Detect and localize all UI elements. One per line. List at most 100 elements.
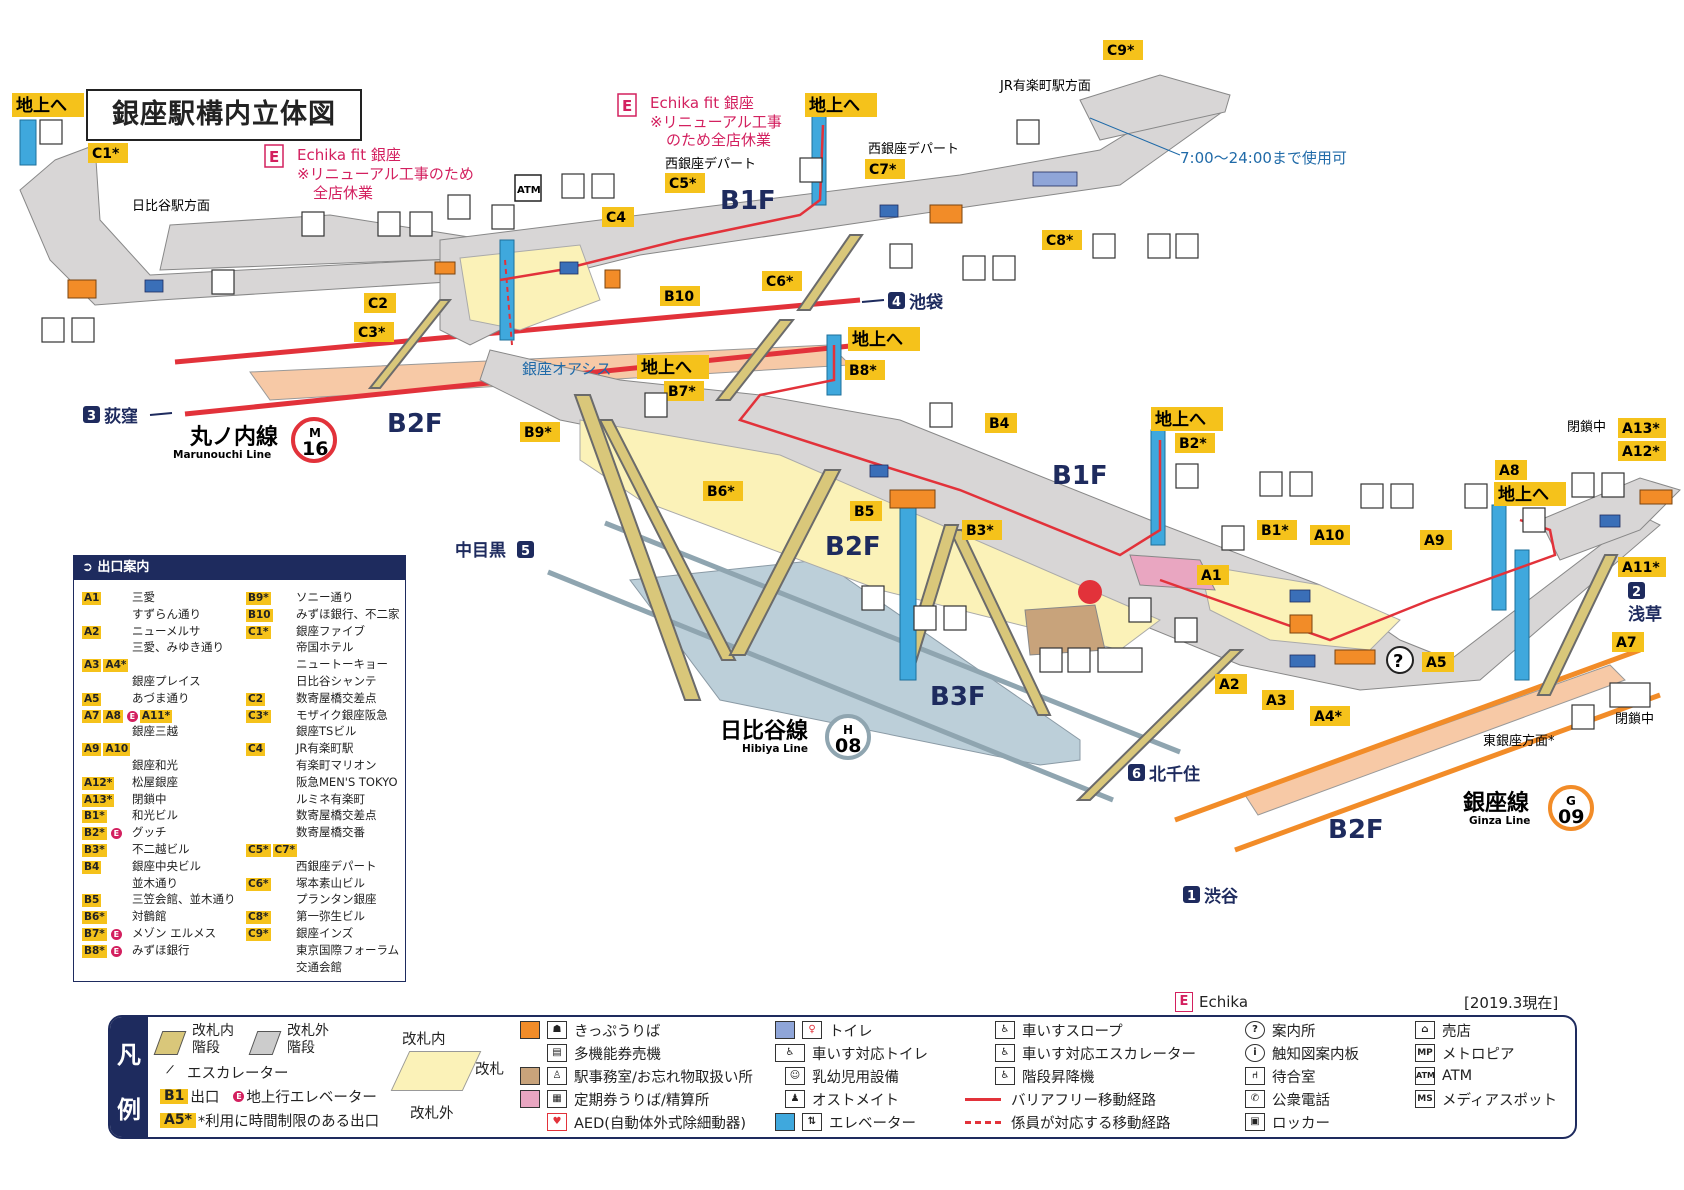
toilet-area-icon: [775, 1021, 795, 1039]
exit-b5[interactable]: B5: [854, 504, 874, 520]
legend-wc-slope: ♿車いすスロープ: [995, 1019, 1123, 1041]
exit-c4[interactable]: C4: [606, 210, 626, 226]
exit-guide-destination: 西銀座デパート: [296, 858, 377, 873]
exit-code-tag: C2: [246, 692, 266, 706]
to-ground-label-6: 地上へ: [1498, 484, 1549, 505]
exit-guide-row: 数寄屋橋交番: [246, 824, 400, 841]
legend-elevator-label: エレベーター: [829, 1115, 916, 1132]
exit-b3[interactable]: B3*: [966, 523, 994, 539]
exit-c8[interactable]: C8*: [1046, 233, 1074, 249]
exit-guide-destination: 銀座インズ: [296, 925, 354, 940]
exit-guide-row: C5*C7*: [246, 841, 400, 858]
exit-guide-row: 銀座三越: [82, 723, 236, 740]
exit-guide-row: ルミネ有楽町: [246, 791, 400, 808]
exit-a13[interactable]: A13*: [1622, 421, 1660, 437]
legend-ticket: ☗きっぷうりば: [520, 1019, 660, 1041]
exit-guide-row: 三愛、みゆき通り: [82, 639, 236, 656]
exit-guide-codes: B1*: [82, 807, 132, 824]
ticket-person-icon: ☗: [547, 1021, 567, 1039]
exit-a11[interactable]: A11*: [1622, 560, 1660, 576]
exit-b4[interactable]: B4: [989, 416, 1010, 432]
exit-c7[interactable]: C7*: [869, 162, 897, 178]
exit-a3[interactable]: A3: [1266, 693, 1287, 709]
ticket-machine-icon: ▤: [547, 1044, 567, 1062]
exit-a7[interactable]: A7: [1616, 635, 1637, 651]
closed-label-toilet: 閉鎖中: [1615, 711, 1654, 727]
exit-c9[interactable]: C9*: [1107, 43, 1135, 59]
floor-label-b3f: B3F: [930, 682, 986, 712]
exit-guide-destination: 松屋銀座: [132, 774, 178, 789]
exit-guide-codes: B5: [82, 891, 132, 908]
exit-guide-destination: ニューメルサ: [132, 623, 201, 638]
exit-b7[interactable]: B7*: [668, 384, 696, 400]
exit-b2[interactable]: B2*: [1179, 436, 1207, 452]
exit-c2[interactable]: C2: [368, 296, 388, 312]
legend-atm-label: ATM: [1442, 1068, 1473, 1084]
legend-locker: ▣ロッカー: [1245, 1111, 1330, 1133]
exit-guide-destination: 閉鎖中: [132, 791, 167, 806]
echika-elevator-icon: E: [110, 945, 122, 957]
exit-a5[interactable]: A5: [1426, 655, 1447, 671]
exit-guide-destination: 銀座中央ビル: [132, 858, 201, 873]
exit-b6[interactable]: B6*: [707, 484, 735, 500]
echika-mark: E: [1175, 992, 1193, 1012]
exit-b10[interactable]: B10: [664, 289, 694, 305]
exit-c3[interactable]: C3*: [358, 325, 386, 341]
elevator-icon: [491, 204, 515, 230]
exit-guide-destination: すずらん通り: [132, 606, 201, 621]
exit-tags: C9* C1* C5* C7* C4 C6* C8* C2 C3* B10 B7…: [88, 40, 1666, 726]
exit-c6[interactable]: C6*: [766, 274, 794, 290]
commuter-area-icon: [520, 1090, 540, 1108]
date-note: [2019.3現在]: [1464, 994, 1559, 1012]
exit-guide-codes: A5: [82, 690, 132, 707]
media-spot-icon: MS: [1415, 1090, 1435, 1108]
office-icon: [913, 605, 937, 631]
exit-b1[interactable]: B1*: [1261, 523, 1289, 539]
exit-guide-codes: C3*: [246, 707, 296, 724]
exit-a4[interactable]: A4*: [1314, 709, 1343, 725]
exit-guide-codes: B7*E: [82, 925, 132, 942]
exit-guide-destination: ニュートーキョー: [296, 657, 388, 672]
exit-guide-row: 銀座TSビル: [246, 723, 400, 740]
exit-code-tag: A3: [82, 659, 102, 673]
exit-guide-destination: 対鶴館: [132, 909, 167, 924]
legend-ostomate-label: オストメイト: [812, 1092, 899, 1109]
exit-guide-codes: B9*: [246, 589, 296, 606]
exit-a1[interactable]: A1: [1201, 568, 1222, 584]
exit-a8[interactable]: A8: [1499, 463, 1520, 479]
exit-a2[interactable]: A2: [1219, 677, 1240, 693]
legend-info: ?案内所: [1245, 1019, 1316, 1041]
nakameguro-label: 中目黒: [455, 540, 506, 561]
legend-locker-label: ロッカー: [1272, 1115, 1330, 1132]
hibiya-name-en: Hibiya Line: [742, 743, 808, 755]
marunouchi-name-jp: 丸ノ内線: [189, 424, 278, 450]
aed-icon: ♥: [547, 1113, 567, 1131]
exit-guide-destination: あづま通り: [132, 690, 190, 705]
exit-guide-destination: 並木通り: [132, 875, 178, 890]
exit-a10[interactable]: A10: [1314, 528, 1345, 544]
wheelchair-slope-icon: ♿: [995, 1021, 1015, 1039]
exit-b9[interactable]: B9*: [524, 425, 552, 441]
legend-gate-label: 改札: [475, 1061, 504, 1078]
toilet-icon: [1609, 682, 1651, 708]
exit-a12[interactable]: A12*: [1622, 444, 1660, 460]
phone-icon: [447, 194, 471, 220]
shop-icon: ⌂: [1415, 1021, 1435, 1039]
exit-c1[interactable]: C1*: [92, 146, 120, 162]
echika-mark-2-letter: E: [622, 97, 632, 115]
exit-guide-row: ニュートーキョー: [246, 656, 400, 673]
exit-guide-destination: 不二越ビル: [132, 841, 190, 856]
exit-a9[interactable]: A9: [1424, 533, 1445, 549]
exit-guide-destination: 銀座ファイブ: [296, 623, 365, 638]
exit-guide-row: 西銀座デパート: [246, 858, 400, 875]
exit-b8[interactable]: B8*: [849, 363, 877, 379]
exit-c5[interactable]: C5*: [669, 176, 697, 192]
